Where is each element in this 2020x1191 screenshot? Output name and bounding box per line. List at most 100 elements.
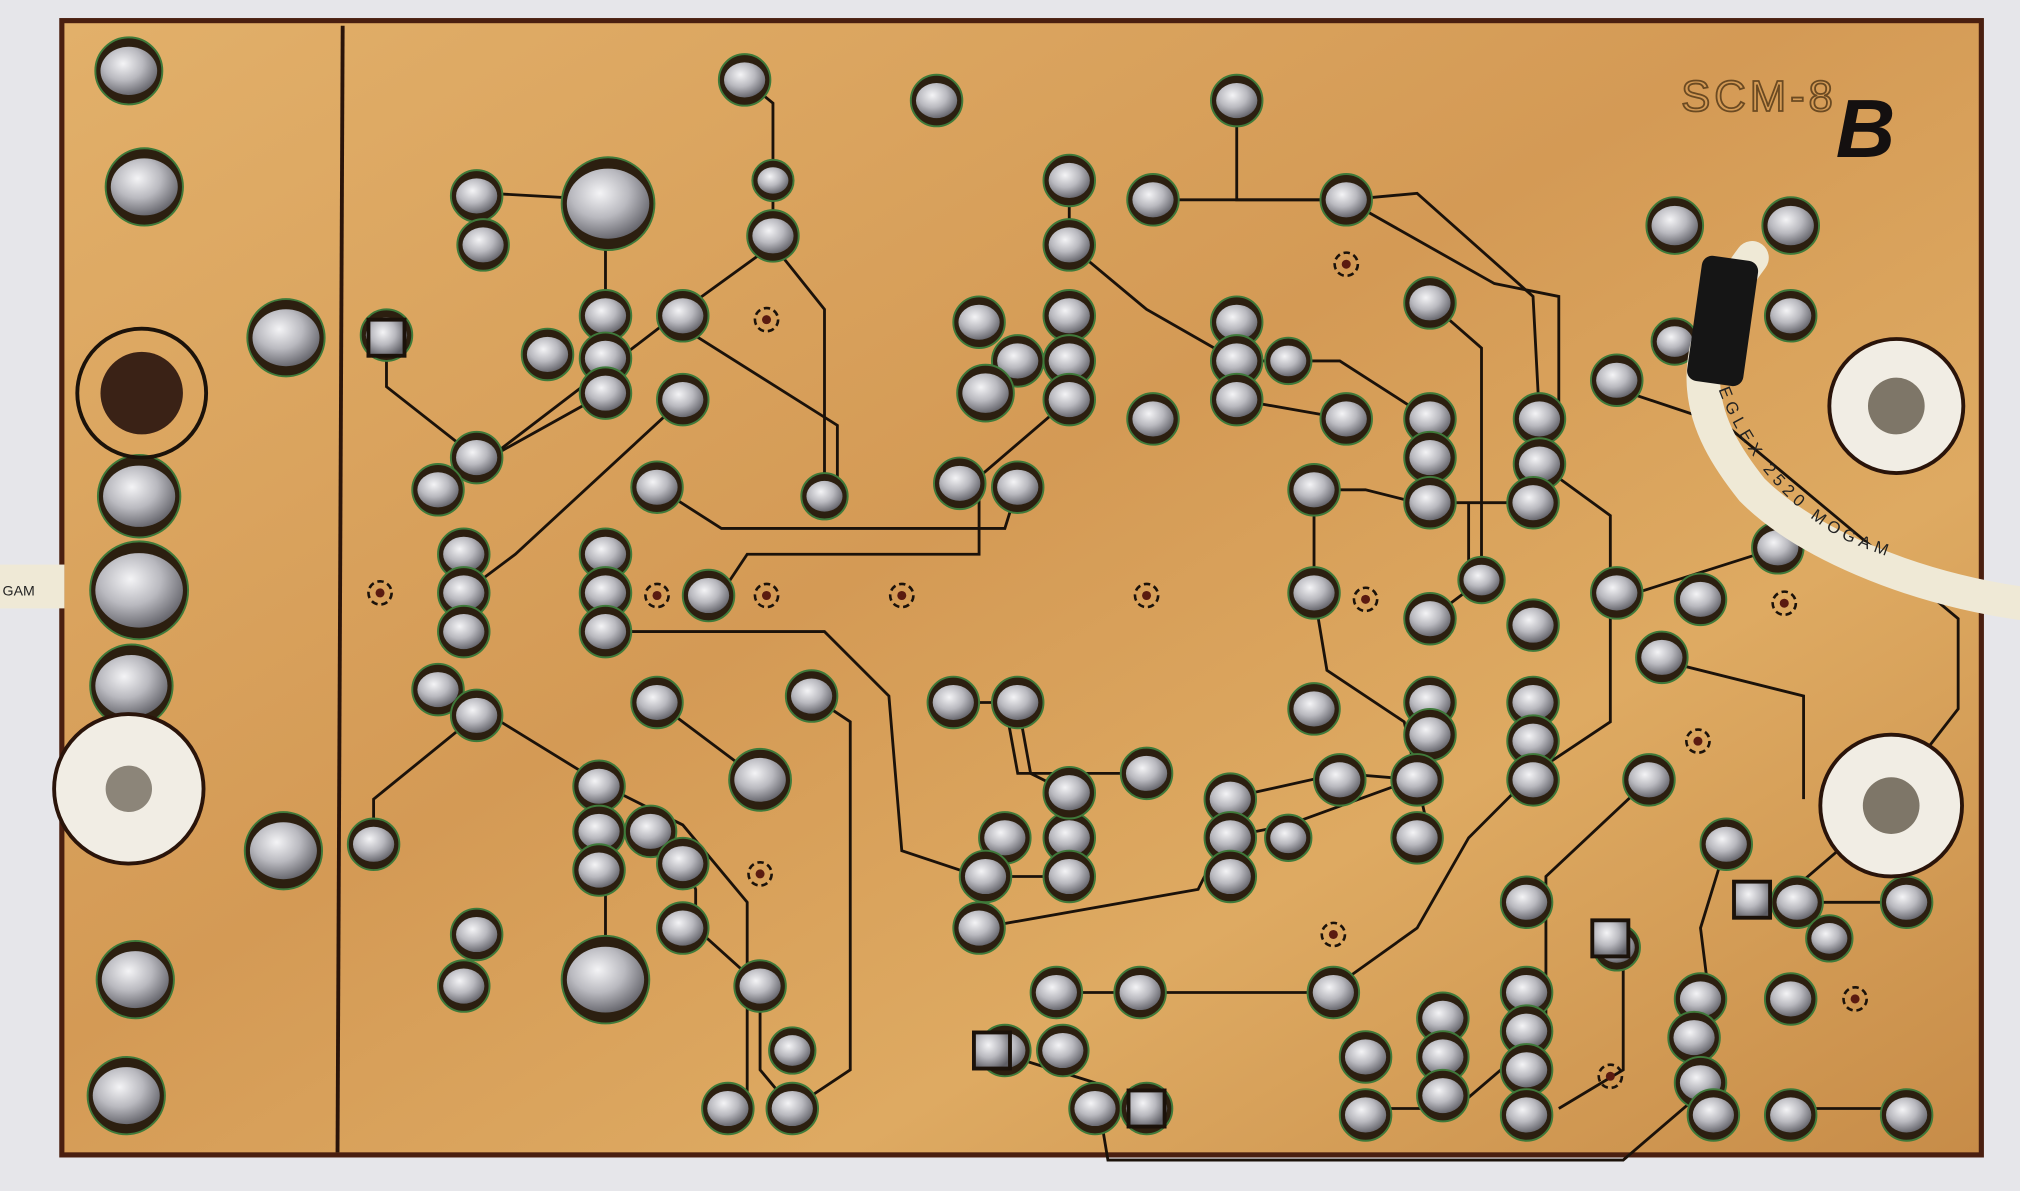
- solder-joint: [520, 327, 575, 382]
- solder-joint: [1645, 196, 1705, 255]
- solder-joint: [437, 604, 491, 659]
- solder-joint: [933, 456, 987, 511]
- via-hole: [1842, 986, 1868, 1012]
- solder-joint: [449, 169, 504, 223]
- solder-joint: [456, 218, 510, 272]
- solder-joint: [578, 566, 633, 620]
- solder-joint: [1126, 392, 1180, 446]
- handwritten-mark: B: [1836, 83, 1896, 175]
- solder-joint: [1264, 336, 1313, 386]
- square-pad: [1126, 1088, 1167, 1129]
- via-hole: [753, 582, 780, 609]
- trace: [1152, 198, 1561, 426]
- solder-joint: [1673, 572, 1728, 627]
- solder-joint: [1210, 334, 1264, 388]
- solder-joint: [578, 527, 633, 581]
- solder-joint: [656, 372, 710, 427]
- solder-joint: [701, 1081, 755, 1136]
- solder-joint: [800, 472, 849, 521]
- solder-joint: [1761, 196, 1820, 255]
- via-center: [1605, 1071, 1615, 1081]
- solder-joint: [1416, 1068, 1470, 1123]
- solder-joint: [1457, 555, 1506, 605]
- via-center: [762, 315, 772, 325]
- solder-joint: [560, 934, 651, 1025]
- solder-joint: [86, 1055, 166, 1136]
- solder-joint: [1113, 965, 1167, 1020]
- solder-joint: [89, 540, 190, 641]
- solder-joint: [1506, 475, 1560, 530]
- solder-joint: [1622, 753, 1676, 807]
- left-wire-print: GAM: [3, 583, 35, 599]
- solder-joint: [1042, 811, 1096, 865]
- mounting-hole: [75, 326, 209, 460]
- solder-joint: [681, 568, 736, 623]
- solder-joint: [1210, 73, 1264, 128]
- via-hole: [1320, 921, 1347, 948]
- solder-joint: [1036, 1023, 1090, 1078]
- solder-joint: [437, 959, 491, 1013]
- solder-joint: [958, 849, 1013, 904]
- solder-joint: [1499, 1088, 1554, 1142]
- solder-joint: [1126, 173, 1180, 227]
- solder-joint: [1879, 1088, 1934, 1142]
- solder-joint: [411, 463, 465, 517]
- via-hole: [888, 582, 915, 609]
- solder-joint: [1403, 430, 1457, 485]
- solder-joint: [952, 295, 1006, 349]
- via-hole: [1771, 590, 1798, 617]
- solder-joint: [1403, 707, 1457, 762]
- solder-joint: [1203, 849, 1258, 904]
- via-hole: [753, 306, 780, 333]
- solder-joint: [956, 363, 1015, 423]
- solder-joint: [784, 669, 839, 723]
- solder-joint: [630, 675, 684, 730]
- solder-joint: [746, 209, 800, 263]
- solder-joint: [246, 298, 326, 378]
- nylon-washer: [1827, 337, 1966, 475]
- solder-joint: [1287, 463, 1341, 517]
- solder-joint: [1068, 1081, 1122, 1136]
- solder-joint: [95, 939, 175, 1020]
- nylon-washer: [52, 712, 206, 866]
- solder-joint: [909, 73, 964, 128]
- solder-joint: [926, 675, 981, 730]
- board-marking: SCM-8: [1681, 72, 1837, 121]
- solder-joint: [1042, 289, 1096, 343]
- solder-joint: [411, 662, 465, 717]
- via-center: [762, 590, 772, 601]
- trace: [669, 318, 839, 497]
- trace: [1558, 947, 1625, 1110]
- mounting-hole-center: [100, 351, 183, 435]
- solder-joint: [623, 804, 678, 859]
- via-center: [1142, 590, 1152, 601]
- solder-joint: [1287, 682, 1341, 736]
- via-center: [1328, 929, 1338, 940]
- solder-joint: [572, 759, 626, 814]
- via-center: [1341, 259, 1351, 269]
- solder-joint: [1805, 914, 1854, 963]
- trace: [1056, 772, 1535, 994]
- left-wire: [0, 564, 65, 609]
- solder-joint: [1879, 875, 1934, 930]
- solder-joint: [952, 901, 1006, 955]
- solder-joint: [1506, 714, 1560, 768]
- solder-joint: [1403, 276, 1457, 330]
- solder-joint: [1338, 1030, 1393, 1084]
- square-pad: [366, 317, 407, 358]
- solder-joint: [1506, 598, 1560, 652]
- solder-joint: [1763, 972, 1818, 1026]
- solder-joint: [560, 156, 656, 252]
- solder-joint: [437, 566, 491, 620]
- solder-joint: [1403, 591, 1457, 646]
- solder-joint: [1499, 875, 1554, 930]
- solder-joint: [572, 843, 626, 897]
- solder-joint: [94, 36, 164, 106]
- solder-joint: [1042, 218, 1096, 272]
- solder-joint: [1686, 1088, 1741, 1142]
- solder-joint: [733, 959, 787, 1013]
- trace: [1235, 100, 1541, 419]
- via-center: [1693, 736, 1703, 746]
- solder-joint: [1403, 475, 1457, 530]
